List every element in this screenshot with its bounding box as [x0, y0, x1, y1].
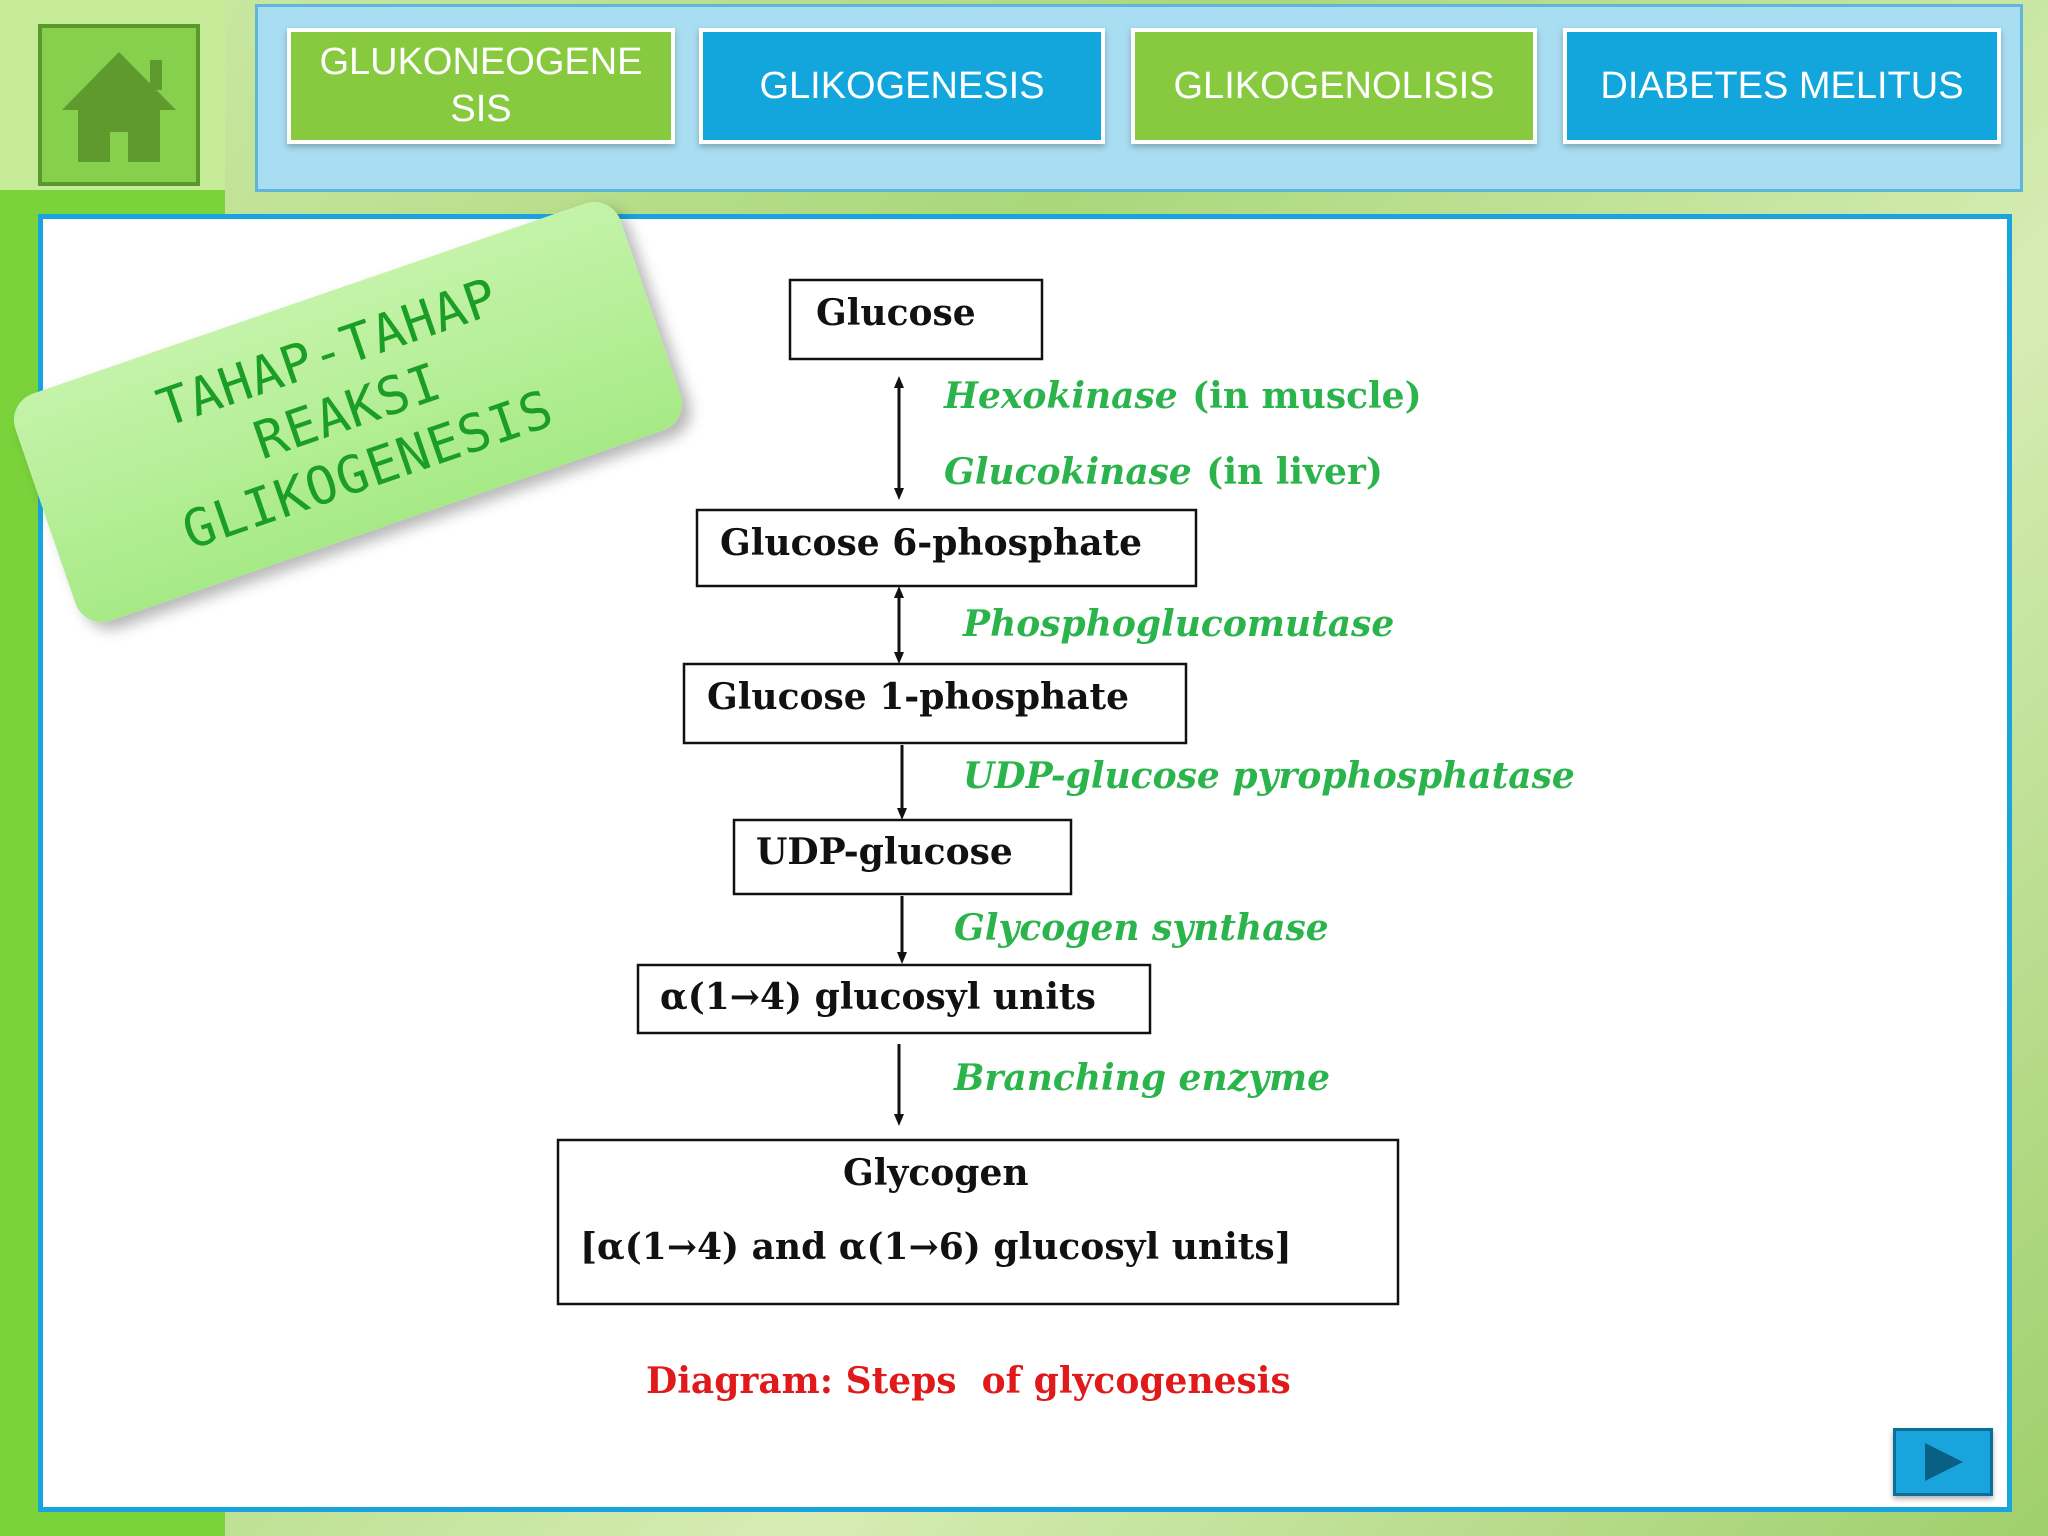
- next-button[interactable]: [1893, 1428, 1993, 1496]
- home-button[interactable]: [38, 24, 200, 186]
- box-glycogen: [556, 1138, 1400, 1306]
- box-glucose-6-phosphate: [695, 508, 1198, 588]
- nav-button-diabetes-melitus[interactable]: DIABETES MELITUS: [1563, 28, 2001, 144]
- home-icon: [62, 52, 176, 162]
- step-glucose-6-phosphate: Glucose 6-phosphate: [720, 522, 1142, 564]
- enzyme-udp-glucose-pyrophosphatase: UDP-glucose pyrophosphatase: [963, 755, 1575, 797]
- nav-button-glukoneogenesis[interactable]: GLUKONEOGENE SIS: [287, 28, 675, 144]
- enzyme-hexokinase-note: (in muscle): [1192, 375, 1421, 417]
- box-alpha-1-4-units: [636, 963, 1152, 1035]
- enzyme-glucokinase-note: (in liver): [1206, 451, 1383, 493]
- enzyme-glucokinase-label: Glucokinase (in liver): [944, 451, 1383, 493]
- enzyme-hexokinase: Hexokinase: [943, 375, 1178, 417]
- nav-button-glikogenesis[interactable]: GLIKOGENESIS: [699, 28, 1105, 144]
- diagram-caption: Diagram: Steps of glycogenesis: [646, 1360, 1291, 1402]
- box-udp-glucose: [732, 818, 1073, 896]
- step-glycogen: Glycogen: [843, 1152, 1029, 1194]
- enzyme-glycogen-synthase: Glycogen synthase: [954, 907, 1329, 949]
- step-glucose: Glucose: [816, 292, 976, 334]
- play-arrow-icon: [1925, 1443, 1963, 1481]
- box-glucose-1-phosphate: [682, 662, 1188, 745]
- enzyme-glucokinase: Glucokinase: [944, 451, 1192, 493]
- enzyme-branching-enzyme: Branching enzyme: [953, 1057, 1330, 1099]
- box-glucose: [788, 278, 1044, 361]
- enzyme-hexokinase-label: Hexokinase (in muscle): [943, 375, 1422, 417]
- step-glucose-1-phosphate: Glucose 1-phosphate: [707, 676, 1129, 718]
- nav-button-glikogenolisis[interactable]: GLIKOGENOLISIS: [1131, 28, 1537, 144]
- step-udp-glucose: UDP-glucose: [756, 831, 1013, 873]
- step-glycogen-detail: [α(1→4) and α(1→6) glucosyl units]: [580, 1226, 1292, 1268]
- enzyme-phosphoglucomutase: Phosphoglucomutase: [962, 603, 1394, 645]
- step-alpha-1-4-units: α(1→4) glucosyl units: [660, 976, 1096, 1018]
